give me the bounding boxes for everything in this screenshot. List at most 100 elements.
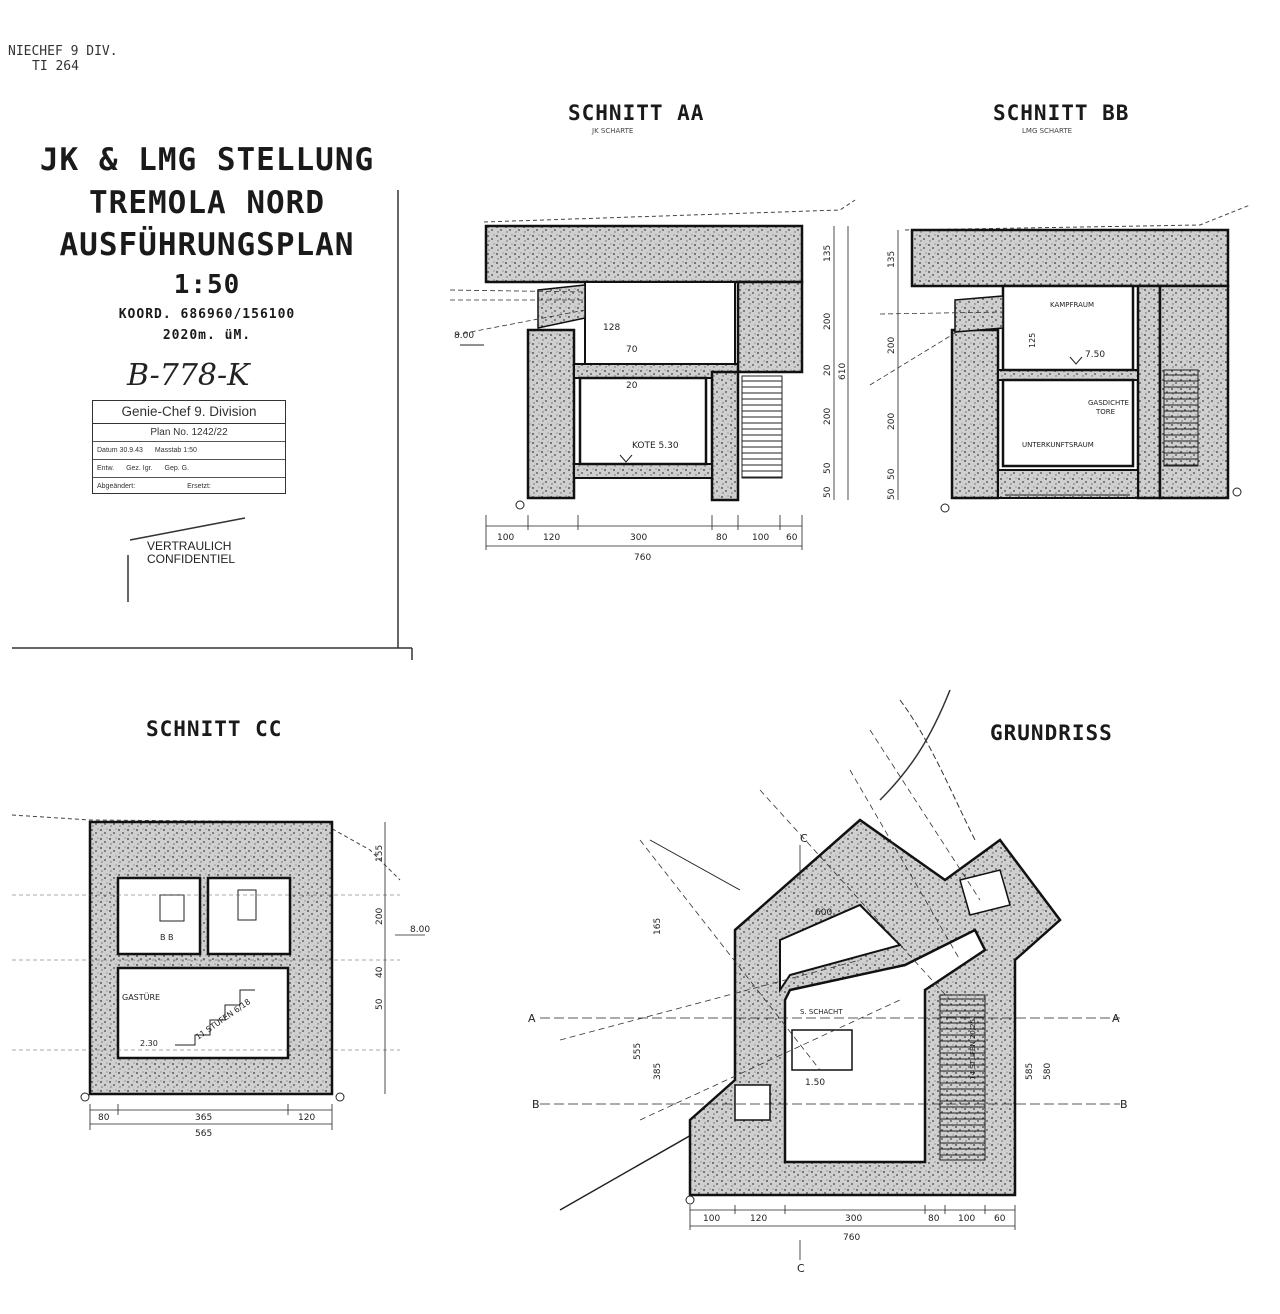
archive-note-line2: TI 264 <box>32 59 79 74</box>
aa-dim-h-0: 100 <box>497 533 514 543</box>
gr-stufen-label: 14 STUFEN 20/25 <box>969 1019 977 1080</box>
aa-upper-room <box>584 281 736 365</box>
aa-dim-h-3: 80 <box>716 533 728 543</box>
aa-stairs <box>741 375 783 479</box>
aa-left-wall <box>526 328 576 500</box>
bb-unterkunft-label: UNTERKUNFTSRAUM <box>1022 441 1094 449</box>
plan-scale: 1:50 <box>173 270 241 300</box>
aa-embrasure <box>537 284 586 329</box>
stamp-gez: Gez. Igr. <box>126 465 153 472</box>
cc-upper-right-room <box>206 876 292 956</box>
bb-dim-v-0: 135 <box>887 251 897 268</box>
division-stamp: Genie-Chef 9. Division Plan No. 1242/22 … <box>92 400 286 494</box>
bb-embrasure <box>954 295 1004 333</box>
gr-label-c-bottom: C <box>797 1262 805 1275</box>
cc-br: B B <box>160 933 174 942</box>
aa-dim-v-1: 200 <box>823 313 833 330</box>
section-bb-title: SCHNITT BB <box>993 101 1130 125</box>
gr-dim-left-1: 555 <box>633 1043 643 1060</box>
stamp-entw: Entw. <box>97 465 115 472</box>
gr-dim-left-0: 165 <box>653 918 663 935</box>
confidential-line1: VERTRAULICH <box>147 539 232 553</box>
stamp-date-row: Datum 30.9.43 Masstab 1:50 <box>93 442 285 460</box>
gr-upper-room <box>779 903 902 994</box>
gr-dim-h-5: 60 <box>994 1214 1006 1224</box>
aa-inner-1: 70 <box>626 345 638 355</box>
aa-dim-v-2: 20 <box>823 364 833 376</box>
gr-dim-h-3: 80 <box>928 1214 940 1224</box>
gr-dim-h-0: 100 <box>703 1214 720 1224</box>
aa-dim-v-total: 610 <box>838 363 848 380</box>
gr-dim-h-1: 120 <box>750 1214 767 1224</box>
gr-dim-total: 760 <box>843 1233 860 1243</box>
stamp-replaced: Ersetzt: <box>187 483 211 490</box>
plan-title-line1: JK & LMG STELLUNG <box>39 142 375 178</box>
gr-dim-left-2: 385 <box>653 1063 663 1080</box>
cc-dim-v-1: 200 <box>375 908 385 925</box>
gr-schacht <box>791 1029 853 1071</box>
stamp-author-row: Entw. Gez. Igr. Gep. G. <box>93 460 285 478</box>
aa-dim-h-4: 100 <box>752 533 769 543</box>
bb-gasdichte-label: GASDICHTE <box>1088 399 1129 407</box>
gr-dim-right-0: 585 <box>1025 1063 1035 1080</box>
bb-dim-v-3: 50 <box>887 468 897 480</box>
aa-kote: KOTE 5.30 <box>632 441 679 451</box>
aa-roof-slab <box>484 224 804 284</box>
aa-dim-v-4: 50 <box>823 462 833 474</box>
aa-level-800: 8.00 <box>454 331 474 341</box>
cc-dim-v-3: 50 <box>375 998 385 1010</box>
confidential-mark: VERTRAULICH CONFIDENTIEL <box>147 540 235 566</box>
gr-dim-150: 1.50 <box>805 1078 825 1088</box>
archive-note: NIECHEF 9 DIV. TI 264 <box>8 44 118 74</box>
plan-altitude: 2020m. üM. <box>162 328 252 343</box>
section-aa-subtitle: JK SCHARTE <box>592 127 634 135</box>
gr-dim-h-2: 300 <box>845 1214 862 1224</box>
aa-dim-h-5: 60 <box>786 533 798 543</box>
stamp-plan-number: Plan No. 1242/22 <box>93 424 285 442</box>
gr-label-a-right: A <box>1112 1012 1120 1025</box>
gr-dim-h-4: 100 <box>958 1214 975 1224</box>
section-cc-title: SCHNITT CC <box>146 717 283 741</box>
stamp-changed: Abgeändert: <box>97 483 136 490</box>
cc-lower-room <box>116 966 290 1060</box>
gr-label-b-right: B <box>1120 1098 1128 1111</box>
gr-label-b-left: B <box>532 1098 540 1111</box>
aa-dim-v-0: 135 <box>823 245 833 262</box>
plan-title-line2: TREMOLA NORD <box>89 185 325 221</box>
aa-lower-room <box>578 376 708 466</box>
cc-level-800: 8.00 <box>410 925 430 935</box>
aa-inner-0: 128 <box>603 323 620 333</box>
bb-left-wall <box>950 328 1000 500</box>
stamp-heading: Genie-Chef 9. Division <box>93 401 285 424</box>
bb-stairs <box>1163 369 1199 467</box>
gr-stairs <box>939 994 986 1161</box>
section-bb-drawing <box>869 204 1251 513</box>
aa-floor <box>573 463 713 479</box>
section-aa-drawing <box>449 199 856 550</box>
bb-right-wall <box>1136 284 1162 500</box>
cc-dim-h-2: 120 <box>298 1113 315 1123</box>
stamp-gep: Gep. G. <box>164 465 190 472</box>
aa-right-wall <box>710 370 740 502</box>
cc-dim-v-2: 40 <box>375 966 385 978</box>
drawing-number: B-778-K <box>127 358 250 393</box>
confidential-line2: CONFIDENTIEL <box>147 552 236 566</box>
cc-dim-h-1: 365 <box>195 1113 212 1123</box>
gr-label-c-top: C <box>800 832 808 845</box>
aa-dim-total: 760 <box>634 553 651 563</box>
bb-kampfraum <box>1001 284 1135 372</box>
stamp-changes-row: Abgeändert: Ersetzt: <box>93 478 285 495</box>
plan-title-line3: AUSFÜHRUNGSPLAN <box>59 227 355 263</box>
gr-label-a-left: A <box>528 1012 536 1025</box>
grundriss-title: GRUNDRISS <box>990 721 1113 745</box>
aa-right-upper <box>736 280 804 374</box>
stamp-scale: Masstab 1:50 <box>154 447 197 454</box>
cc-stair-line <box>175 989 255 1046</box>
bb-unterkunft <box>1001 378 1135 468</box>
cc-dim-h-0: 80 <box>98 1113 110 1123</box>
archive-note-line1: NIECHEF 9 DIV. <box>8 44 118 59</box>
bb-mid-slab <box>997 369 1139 381</box>
title-block: JK & LMG STELLUNG TREMOLA NORD AUSFÜHRUN… <box>12 130 402 650</box>
cc-dim-v-0: 155 <box>375 845 385 862</box>
